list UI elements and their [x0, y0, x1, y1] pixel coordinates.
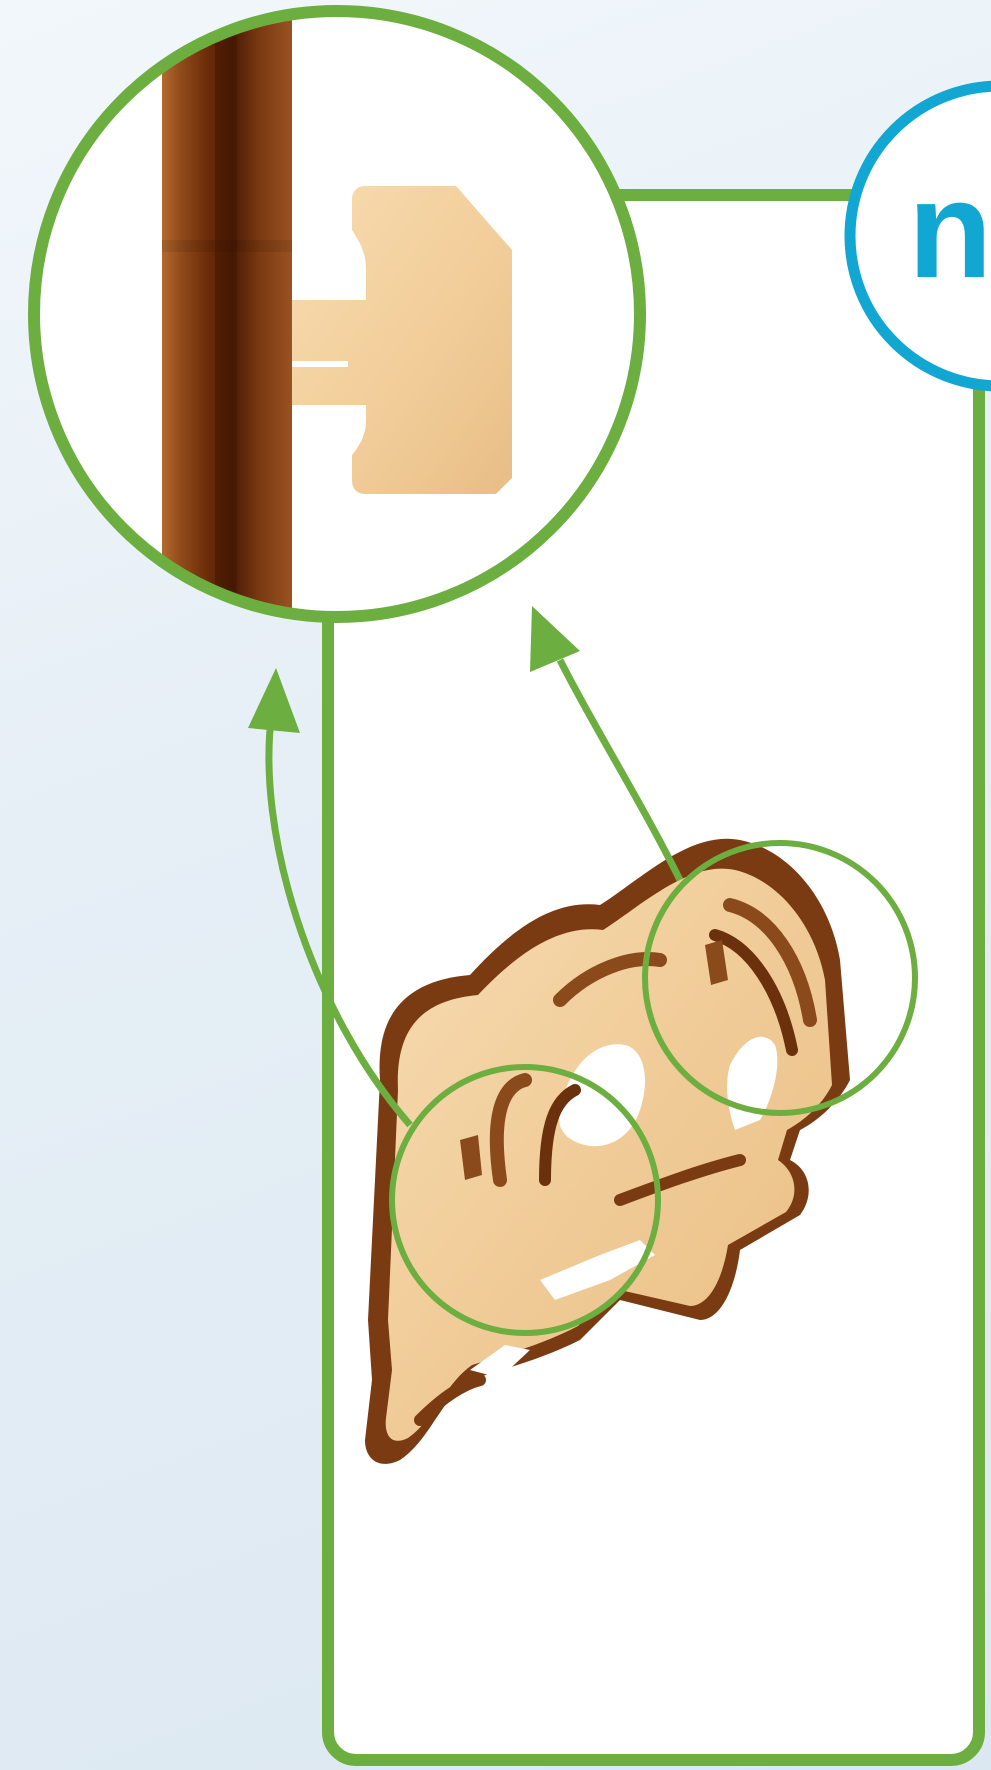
step-badge-label: n	[908, 153, 991, 307]
